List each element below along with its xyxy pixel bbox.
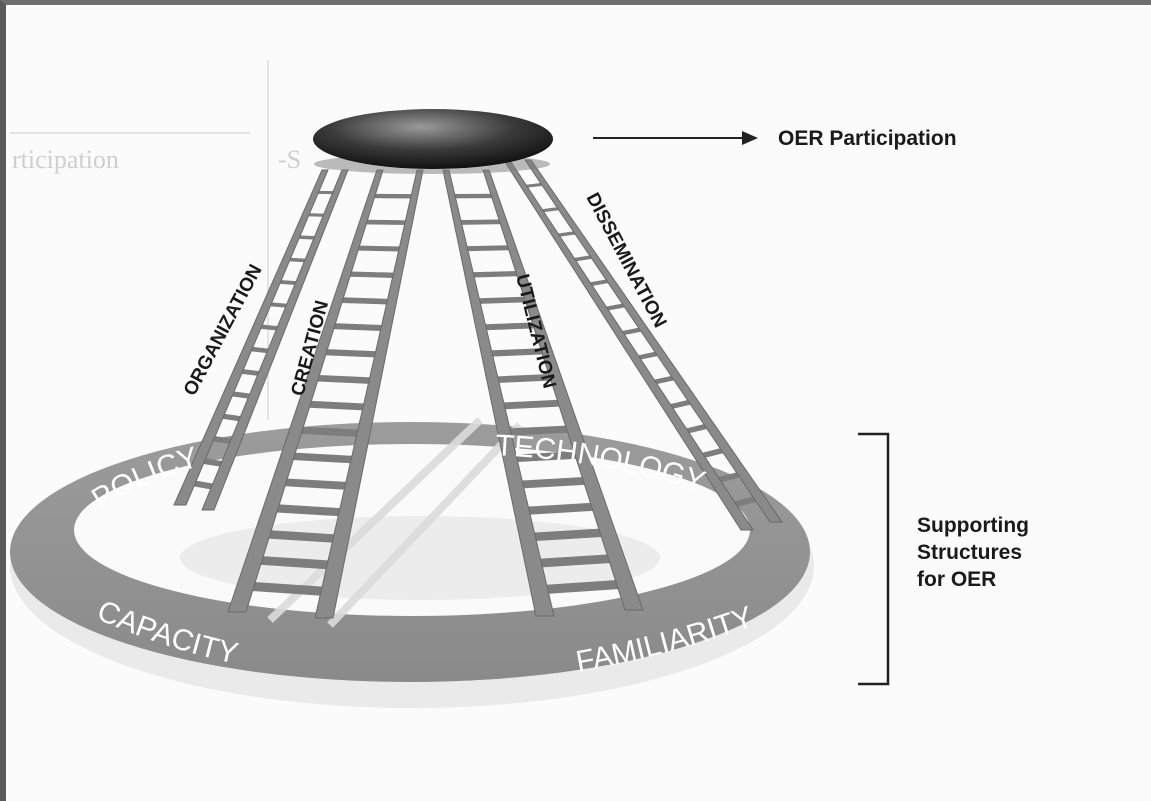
ladder-rung — [486, 348, 548, 357]
ladder-rung — [538, 579, 626, 595]
ladder-rung — [363, 219, 409, 226]
ladder-rung — [533, 553, 617, 568]
ladder-rung — [354, 245, 404, 252]
ladder-creation — [227, 169, 424, 619]
ladder-rung — [287, 452, 359, 464]
ladder-rung — [278, 478, 353, 491]
supporting-structures-label: Supporting Structures for OER — [917, 512, 1029, 593]
background-rules — [10, 60, 269, 420]
ladder-rung — [457, 219, 504, 225]
ladder-rung — [346, 271, 398, 279]
ladder-rail — [173, 169, 329, 506]
ladder-rung — [463, 245, 513, 252]
background-text: rticipation -S — [12, 145, 301, 174]
supporting-structures-bracket — [858, 432, 890, 686]
ladder-rung — [312, 374, 375, 385]
ladder-rung — [515, 476, 591, 489]
arrow-head-icon — [742, 131, 758, 145]
ladder-rung — [475, 296, 530, 304]
ladder-rung — [498, 399, 565, 410]
ladders — [173, 159, 783, 619]
supporting-structures-line3: for OER — [917, 568, 997, 591]
ladder-rung — [320, 348, 381, 358]
ladder-rung — [245, 581, 330, 597]
ladder-utilization — [442, 169, 644, 617]
ladder-label-utilization: UTILIZATION — [511, 272, 560, 390]
background-text-line2: -S — [278, 145, 301, 174]
participation-arrow — [593, 131, 758, 145]
ladder-rung — [295, 426, 364, 438]
ladder-organization — [173, 169, 349, 511]
ladder-rung — [492, 373, 556, 384]
ladder-rung — [337, 297, 392, 305]
oer-participation-disc — [313, 109, 553, 174]
background-text-line1: rticipation — [12, 145, 119, 174]
ladder-rung — [509, 450, 582, 463]
supporting-structures-line1: Supporting — [917, 514, 1029, 537]
ladder-rung — [329, 323, 387, 332]
ladder-rung — [261, 529, 342, 544]
ladder-rung — [527, 528, 609, 542]
ladder-rung — [504, 425, 574, 436]
ladder-rung — [270, 503, 347, 517]
ladder-rung — [253, 555, 336, 570]
supporting-structures-line2: Structures — [917, 541, 1023, 564]
ladder-rung — [521, 502, 600, 516]
ladder-rung — [469, 270, 521, 278]
oer-participation-label: OER Participation — [778, 127, 957, 150]
ladder-rung — [304, 400, 370, 411]
ladder-rung — [480, 322, 539, 331]
